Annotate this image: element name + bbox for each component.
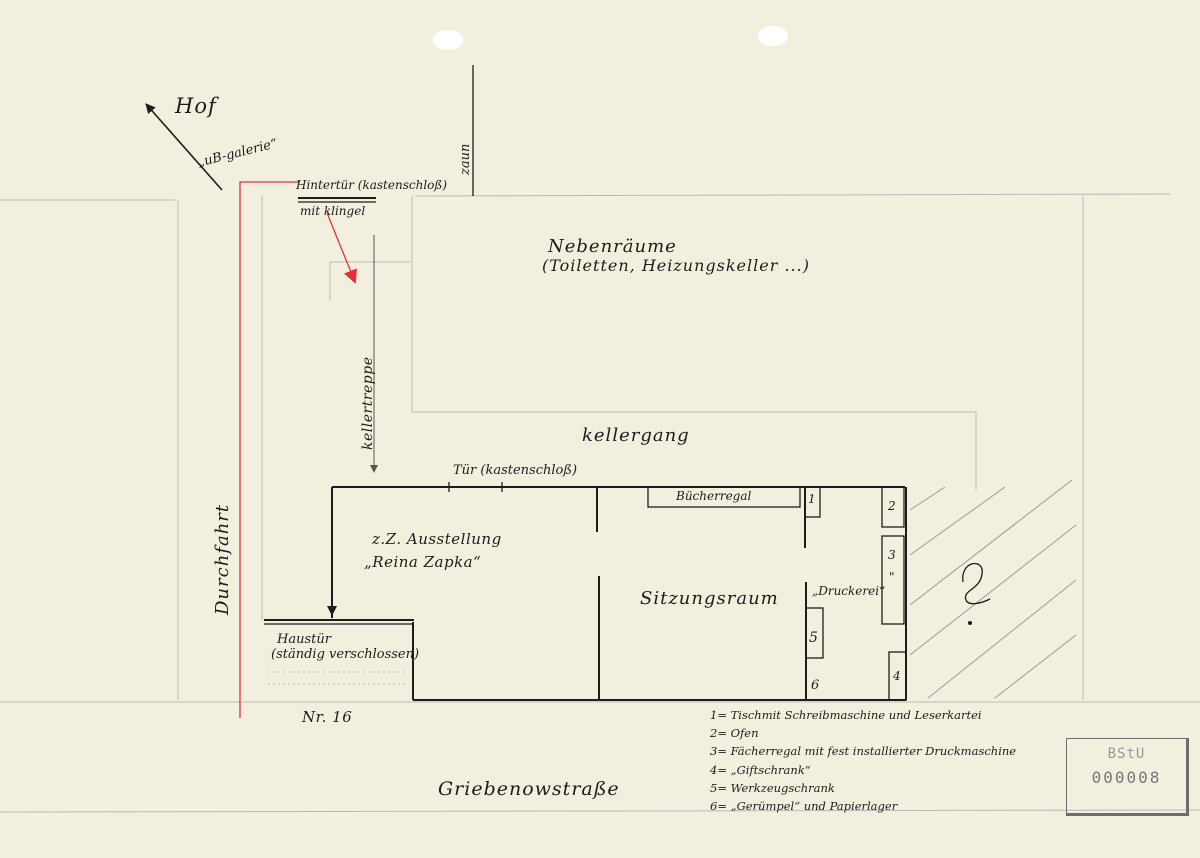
- label-side-rooms-detail: (Toiletten, Heizungskeller ...): [542, 256, 810, 275]
- hatch-line: [994, 634, 1077, 699]
- punch-hole-left: [433, 30, 463, 50]
- label-doorbell: mit klingel: [300, 204, 366, 218]
- label-cellar-stairs: kellertreppe: [360, 356, 376, 450]
- punch-hole-right: [758, 26, 788, 46]
- unknown-area-mark: [962, 563, 991, 605]
- pencil-lines: [0, 193, 1200, 813]
- label-door: Tür (kastenschloß): [453, 463, 578, 478]
- legend-item: 6= „Gerümpel“ und Papierlager: [710, 799, 898, 814]
- marker-3-ditto: ": [889, 570, 895, 584]
- legend-item: 4= „Giftschrank“: [710, 762, 811, 777]
- stamp-agency: BStU: [1107, 746, 1146, 762]
- item-5-box: [805, 607, 824, 659]
- marker-4: 4: [893, 669, 901, 683]
- stamp-page-number: 000008: [1091, 768, 1162, 787]
- label-exhibition-name: „Reina Zapka“: [364, 553, 482, 571]
- legend-item: 3= Fächerregal mit fest installierter Dr…: [710, 744, 1017, 759]
- label-exhibition: z.Z. Ausstellung: [372, 530, 502, 548]
- legend: 1= Tischmit Schreibmaschine und Leserkar…: [710, 706, 1016, 815]
- marker-2: 2: [888, 499, 896, 513]
- label-print-shop: „Druckerei“: [812, 584, 886, 598]
- label-side-rooms: Nebenräume: [548, 236, 677, 257]
- label-meeting-room: Sitzungsraum: [640, 588, 779, 609]
- hof-arrow: [145, 103, 223, 191]
- hatch-line: [927, 579, 1077, 699]
- hatch-line: [909, 479, 1073, 606]
- marker-3: 3: [888, 548, 896, 562]
- marker-6: 6: [811, 678, 820, 693]
- red-route-line: [239, 181, 300, 718]
- red-entry-arrow: [326, 212, 357, 284]
- label-hof: Hof: [175, 94, 217, 118]
- label-zaun: zaun: [458, 143, 473, 175]
- label-front-door-detail: (ständig verschlossen): [271, 647, 420, 662]
- bookshelf-box: [647, 486, 801, 508]
- pencil-street-far-edge: [0, 809, 1200, 813]
- archive-stamp: BStU 000008: [1066, 738, 1189, 816]
- marker-5: 5: [809, 630, 818, 646]
- hatched-area: [909, 479, 1077, 699]
- legend-item: 5= Werkzeugschrank: [710, 780, 835, 795]
- furniture: [647, 486, 907, 701]
- label-passage: Durchfahrt: [212, 503, 233, 615]
- item-4-box: [888, 651, 907, 701]
- marker-1: 1: [808, 492, 816, 506]
- label-house-number: Nr. 16: [302, 708, 353, 726]
- item-2-box: [881, 486, 905, 528]
- label-back-door: Hintertür (kastenschloß): [296, 178, 448, 192]
- legend-item: 1= Tischmit Schreibmaschine und Leserkar…: [710, 708, 982, 722]
- hatch-line: [909, 486, 946, 511]
- pencil-building-top: [414, 193, 1171, 197]
- label-bookshelf: Bücherregal: [676, 489, 752, 503]
- label-street: Griebenowstraße: [438, 778, 620, 800]
- hatch-line: [909, 524, 1077, 656]
- item-1-box: [804, 486, 821, 518]
- label-cellar-corridor: kellergang: [582, 425, 690, 446]
- item-3-box: [881, 535, 905, 625]
- label-front-door: Haustür: [277, 632, 331, 647]
- legend-item: 2= Ofen: [710, 726, 759, 741]
- hatch-line: [909, 486, 1006, 556]
- unknown-area-dot: [968, 621, 972, 625]
